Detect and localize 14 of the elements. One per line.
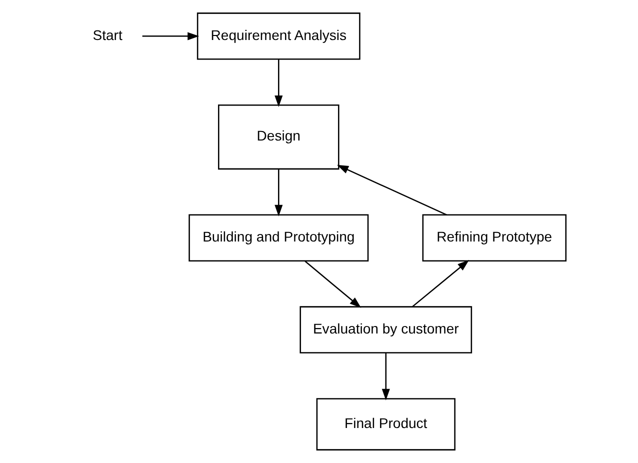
arrow [381, 352, 390, 400]
node-text: Start [92, 26, 122, 43]
node-box: Evaluation by customer [299, 306, 472, 354]
arrow [142, 32, 199, 40]
node-box: Refining Prototype [422, 214, 566, 262]
node-box: Final Product [316, 398, 455, 450]
arrow [336, 164, 446, 216]
node-box: Design [218, 104, 339, 170]
arrow [274, 169, 282, 216]
arrow [304, 260, 361, 308]
node-box: Requirement Analysis [196, 12, 360, 60]
node-box: Building and Prototyping [188, 214, 368, 262]
arrow [412, 260, 469, 308]
arrow [274, 59, 282, 107]
